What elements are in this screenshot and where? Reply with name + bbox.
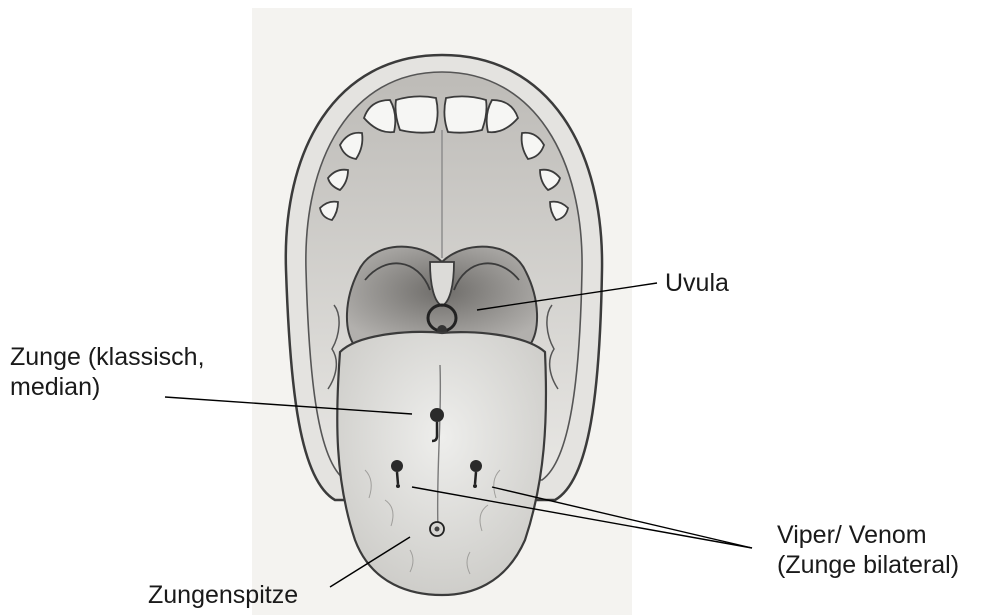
label-viper-line2: (Zunge bilateral)	[777, 550, 959, 580]
piercing-tip	[430, 522, 444, 536]
tongue	[337, 332, 546, 595]
label-zunge-line1: Zunge (klassisch,	[10, 342, 205, 372]
label-zunge-line2: median)	[10, 372, 205, 402]
label-viper-venom: Viper/ Venom (Zunge bilateral)	[777, 520, 959, 580]
label-uvula: Uvula	[665, 268, 729, 298]
label-viper-line1: Viper/ Venom	[777, 520, 959, 550]
label-zungenspitze: Zungenspitze	[148, 580, 298, 610]
label-zunge-median: Zunge (klassisch, median)	[10, 342, 205, 402]
